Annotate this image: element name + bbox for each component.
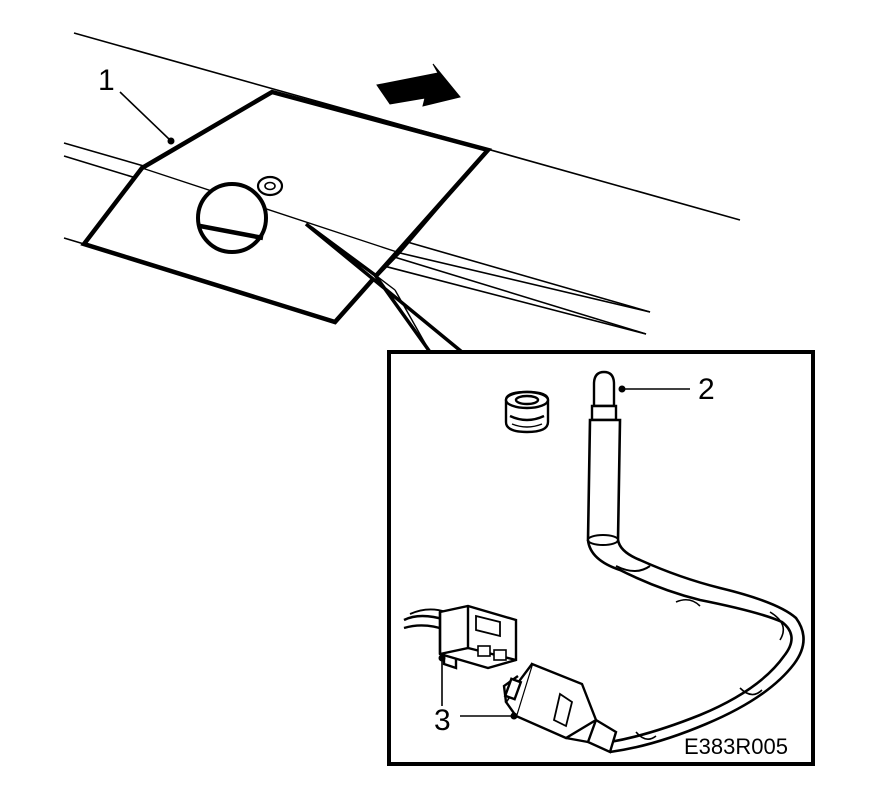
figure-code: E383R005 (684, 734, 788, 759)
detail-grommet (504, 390, 550, 434)
sensor-hole (196, 182, 268, 254)
temperature-sensor (586, 370, 622, 546)
cover-plate (80, 89, 493, 325)
callout-2: 2 (698, 373, 715, 406)
harness-connector-female (403, 604, 518, 670)
sensor-cable (586, 539, 805, 754)
cable-connector-male (502, 662, 618, 754)
callout-1: 1 (98, 64, 115, 97)
direction-arrow-icon (376, 63, 461, 107)
leader-lines (119, 91, 690, 720)
callout-3: 3 (434, 704, 451, 737)
small-grommet (256, 175, 284, 197)
cover-centerline (141, 167, 401, 254)
